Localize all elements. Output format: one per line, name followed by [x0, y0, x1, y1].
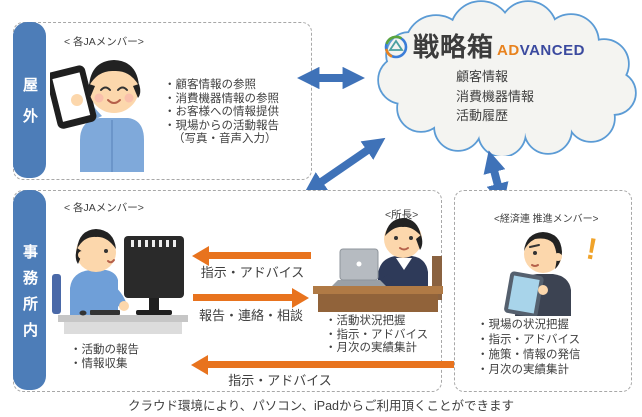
tablet-icon	[504, 271, 544, 316]
instruction-arrow-manager-to-member	[192, 245, 311, 266]
long-instruction-arrow-label: 指示・アドバイス	[228, 373, 332, 388]
list-item: 消費機器情報	[456, 88, 535, 104]
manager-illustration	[313, 218, 443, 312]
cloud-data-list: 顧客情報 消費機器情報 活動履歴	[456, 67, 534, 126]
promoter-illustration: !	[504, 232, 600, 316]
office-member-task-list: ・活動の報告 ・情報収集	[70, 343, 139, 371]
laptop-icon	[332, 280, 386, 286]
brand-suffix-vanced: VANCED	[519, 41, 585, 59]
brand-suffix-ad: AD	[497, 41, 520, 59]
report-arrow-member-to-manager	[193, 287, 309, 308]
list-item: ・お客様への情報提供	[164, 106, 279, 118]
instruction-arrow-label: 指示・アドバイス	[200, 265, 305, 280]
exclamation-icon: !	[584, 232, 600, 266]
list-item: ・月次の実績集計	[325, 342, 417, 354]
field-member-illustration	[50, 60, 144, 172]
mouse-icon	[79, 310, 87, 316]
promoter-role-label: <経済連 推進メンバー>	[494, 214, 599, 225]
list-item: ・施策・情報の発信	[477, 349, 581, 361]
office-member-role-label: < 各JAメンバー>	[64, 202, 144, 214]
brand-logo: 戦略箱 ADVANCED	[382, 27, 585, 64]
list-item: （写真・音声入力）	[173, 133, 277, 145]
office-zone-pill: 事務所内	[13, 190, 46, 390]
brand-logo-icon	[384, 35, 408, 58]
outdoor-zone-label: 屋外	[21, 77, 38, 139]
promoter-task-list: ・現場の状況把握 ・指示・アドバイス ・施策・情報の発信 ・月次の実績集計	[477, 318, 581, 378]
list-item: 活動履歴	[456, 108, 509, 123]
list-item: ・月次の実績集計	[477, 364, 569, 376]
list-item: ・顧客情報の参照	[164, 79, 256, 91]
tablet-icon	[50, 65, 97, 129]
office-zone-label: 事務所内	[21, 243, 38, 348]
list-item: ・活動状況把握	[325, 315, 406, 327]
footer-caption: クラウド環境により、パソコン、iPadからご利用頂くことができます	[127, 399, 515, 413]
list-item: ・現場の状況把握	[477, 319, 569, 331]
manager-task-list: ・活動状況把握 ・指示・アドバイス ・月次の実績集計	[325, 315, 428, 356]
manager-role-label: <所長>	[385, 209, 419, 221]
list-item: ・情報収集	[70, 358, 128, 370]
cloud-shape	[377, 0, 637, 156]
brand-name: 戦略箱	[413, 32, 495, 62]
list-item: ・活動の報告	[70, 344, 139, 356]
sync-arrow-outdoor-cloud	[297, 66, 365, 90]
keyboard-icon	[90, 310, 120, 315]
list-item: ・消費機器情報の参照	[164, 92, 279, 105]
report-arrow-label: 報告・連絡・相談	[198, 308, 303, 323]
office-member-illustration	[52, 229, 188, 334]
list-item: ・指示・アドバイス	[477, 334, 581, 346]
outdoor-member-role-label: < 各JAメンバー>	[64, 36, 144, 48]
list-item: ・現場からの活動報告	[164, 119, 279, 132]
instruction-arrow-promoter-to-member	[191, 354, 480, 375]
monitor-icon	[124, 236, 184, 298]
list-item: ・指示・アドバイス	[325, 328, 429, 341]
sync-arrow-office-cloud	[303, 137, 386, 195]
list-item: 顧客情報	[456, 69, 509, 84]
outdoor-task-list: ・顧客情報の参照 ・消費機器情報の参照 ・お客様への情報提供 ・現場からの活動報…	[164, 79, 279, 147]
brand-suffix: ADVANCED	[497, 42, 585, 59]
outdoor-zone-pill: 屋外	[13, 22, 46, 178]
